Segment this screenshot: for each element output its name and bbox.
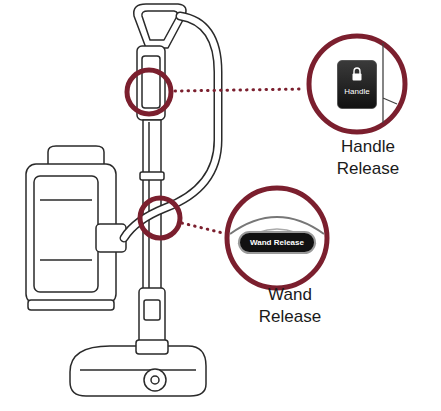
part-label: Wand Release	[248, 284, 332, 328]
housing-edge	[383, 43, 397, 123]
leader-line	[182, 223, 223, 233]
callout-circle	[127, 70, 171, 114]
lock-icon	[351, 67, 363, 81]
button-label: Handle	[337, 60, 377, 109]
leader-line	[175, 89, 303, 91]
button-label: Wand Release	[238, 231, 316, 254]
part-label: Handle Release	[326, 136, 410, 180]
zoom-circle: Handle	[306, 33, 408, 135]
canister-handle	[48, 146, 104, 166]
zoom-circle: Wand Release	[224, 185, 330, 291]
callout-circle	[140, 198, 180, 238]
hose	[124, 16, 218, 238]
handle-grip	[134, 4, 186, 48]
